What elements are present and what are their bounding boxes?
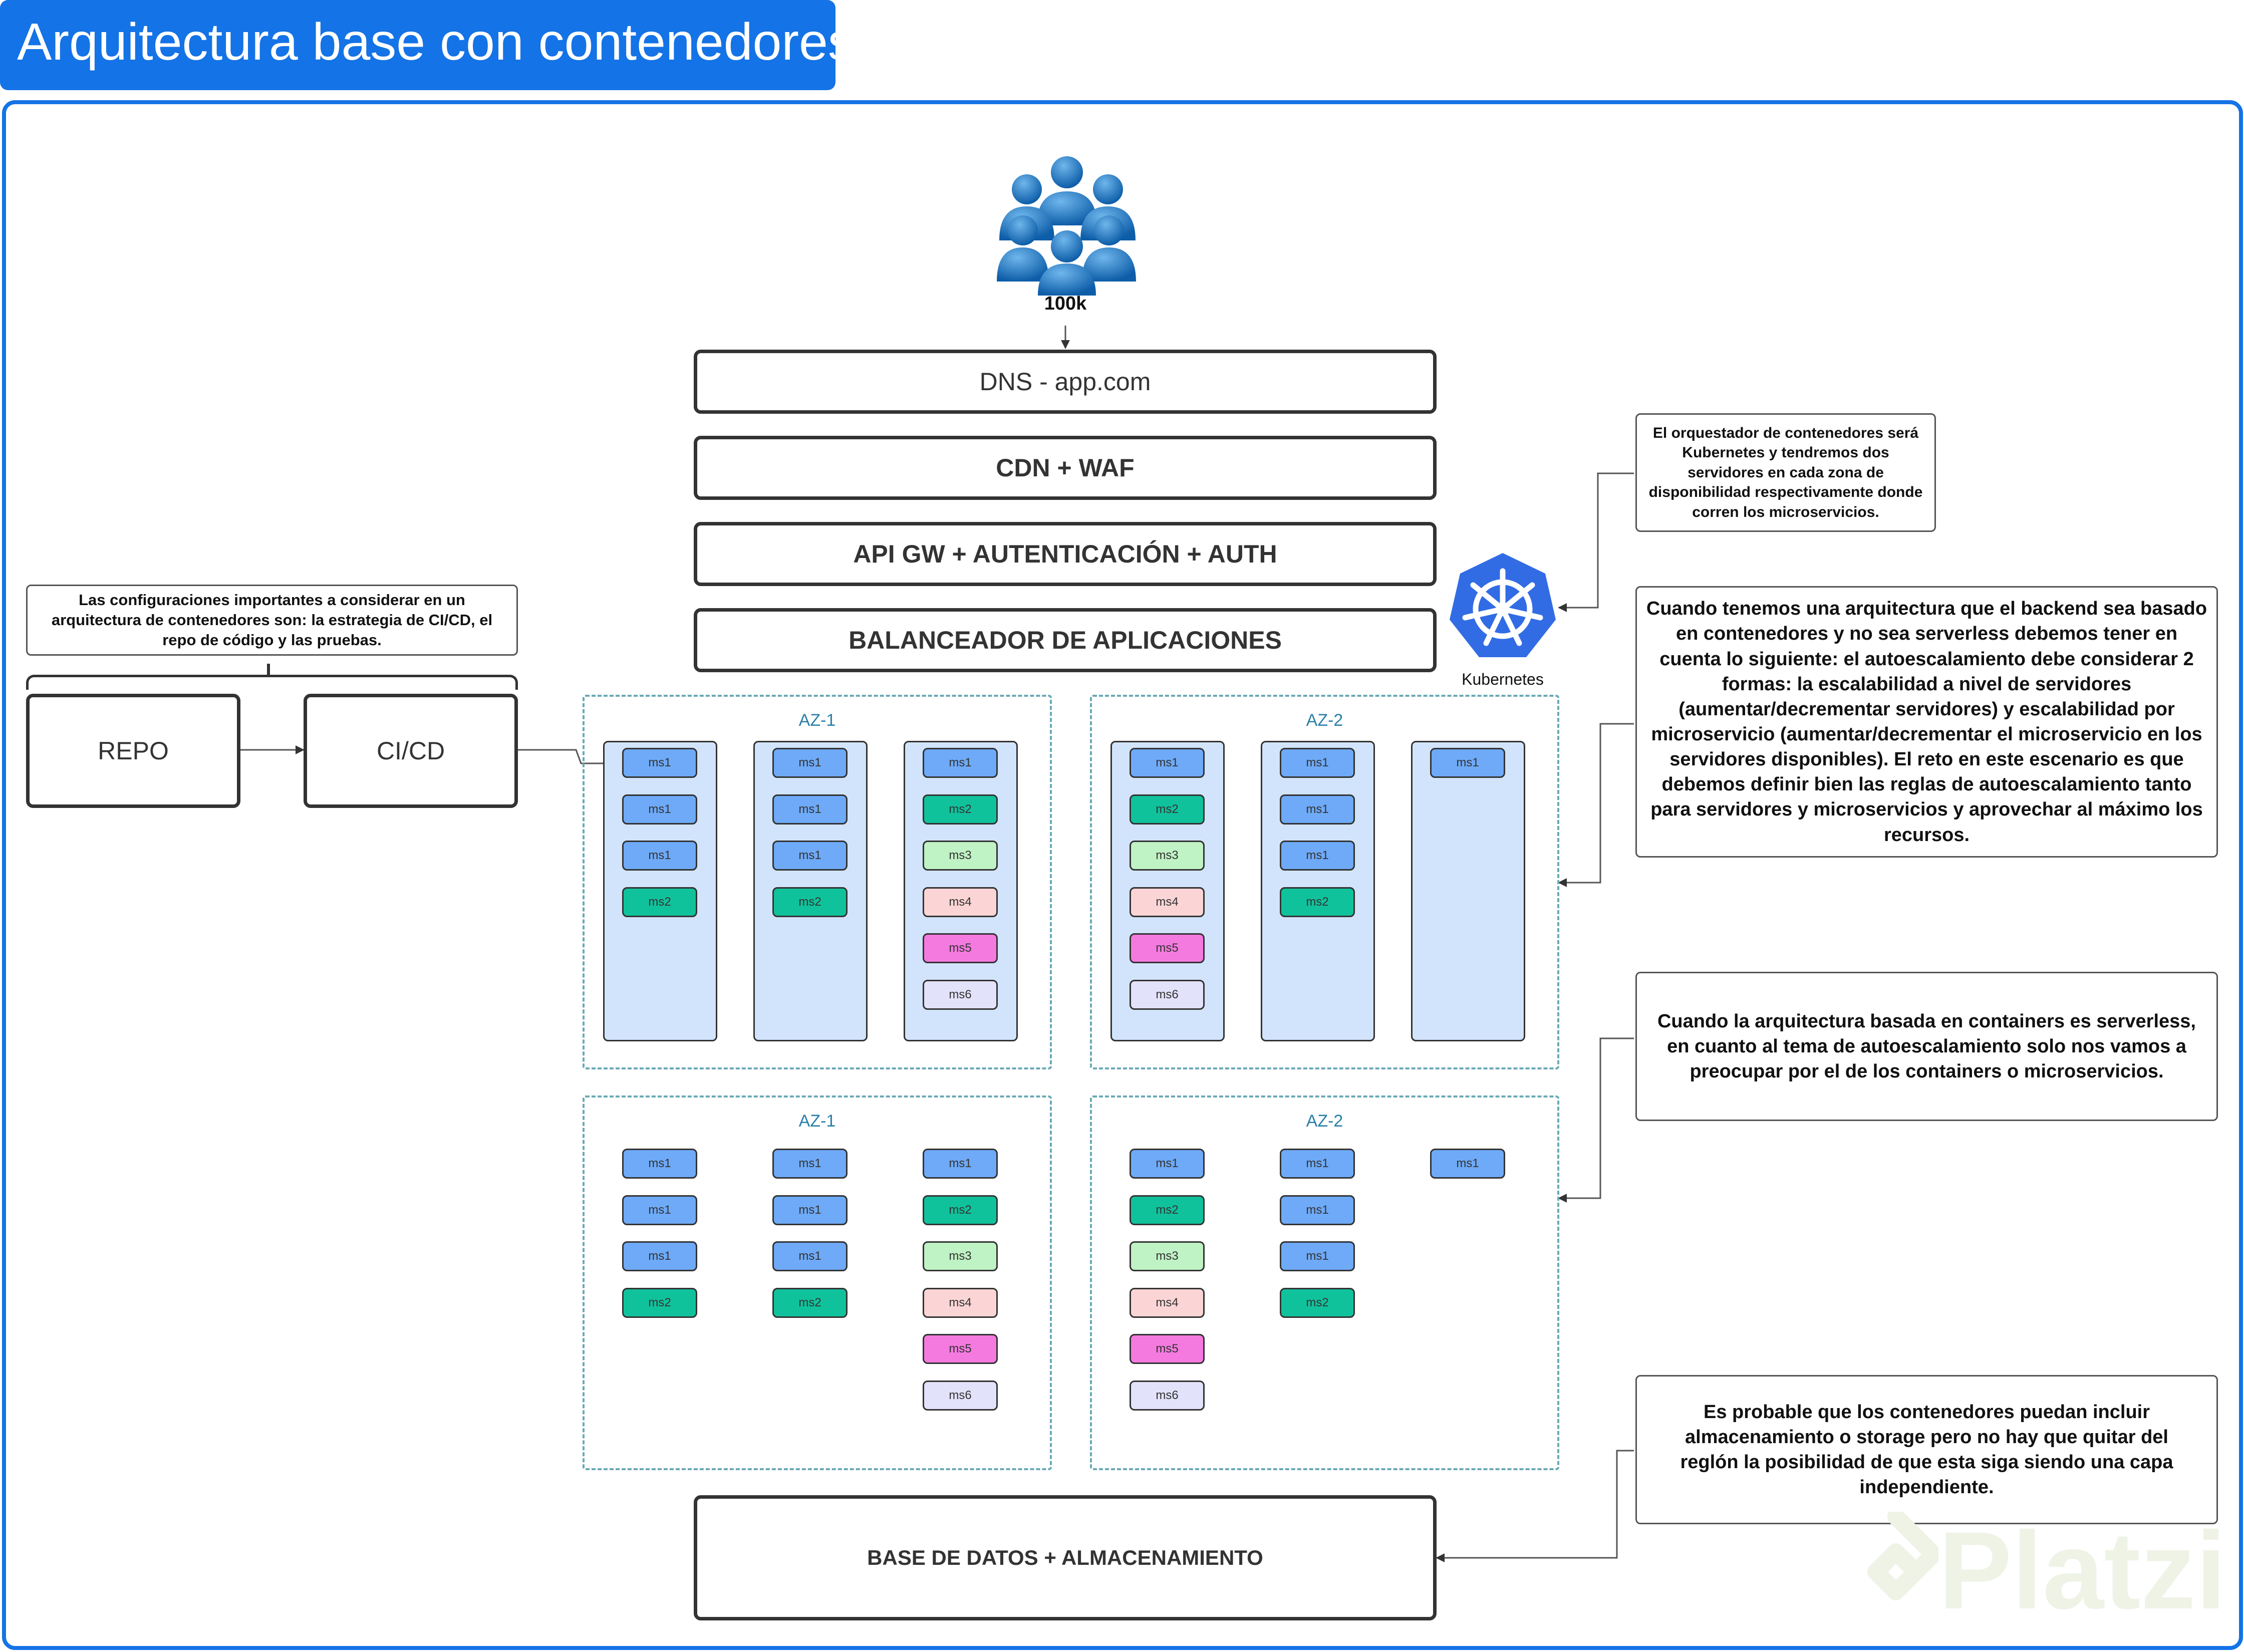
- microservice-chip: ms2: [1280, 1287, 1355, 1318]
- microservice-chip: ms1: [1130, 1149, 1205, 1179]
- diagram-frame: [2, 100, 2243, 1650]
- microservice-chip: ms6: [1130, 979, 1205, 1010]
- note-serverless-connector: [1558, 1037, 1634, 1203]
- pipeline-brace: [26, 675, 518, 690]
- microservice-chip: ms3: [1130, 841, 1205, 871]
- kubernetes-icon: [1450, 553, 1556, 657]
- microservice-chip: ms1: [1280, 1195, 1355, 1225]
- microservice-chip: ms6: [923, 979, 998, 1010]
- microservice-chip: ms2: [1130, 794, 1205, 824]
- availability-zone-3: AZ-1 ms1 ms1 ms1 ms2 ms1 ms1 ms1 ms2 ms1 ms2 ms3 ms4…: [583, 1095, 1052, 1470]
- microservice-chip: ms2: [1130, 1195, 1205, 1225]
- microservice-chip: ms5: [1130, 1334, 1205, 1364]
- pipeline-note: Las configuraciones importantes a consid…: [26, 585, 518, 656]
- cdn-waf-layer: CDN + WAF: [694, 436, 1437, 500]
- kubernetes-label: Kubernetes: [1462, 670, 1544, 688]
- microservice-chip: ms1: [772, 748, 848, 778]
- microservice-chip: ms2: [923, 1195, 998, 1225]
- microservice-chip: ms5: [923, 1334, 998, 1364]
- microservice-chip: ms1: [1430, 1149, 1505, 1179]
- microservice-chip: ms1: [1280, 1241, 1355, 1271]
- availability-zone-1: AZ-1 ms1 ms1 ms1 ms2 ms1 ms1 ms1 ms2 ms1 ms2 ms3 ms4…: [583, 695, 1052, 1069]
- microservice-chip: ms5: [923, 933, 998, 963]
- microservice-chip: ms2: [772, 1287, 848, 1318]
- note-orchestrator-connector: [1558, 472, 1634, 612]
- note-storage-connector: [1436, 1450, 1634, 1562]
- availability-zone-4: AZ-2 ms1 ms2 ms3 ms4 ms5 ms6 ms1 ms1 ms1 ms2 ms1: [1090, 1095, 1559, 1470]
- microservice-chip: ms1: [622, 841, 697, 871]
- microservice-chip: ms2: [1280, 887, 1355, 917]
- availability-zone-label: AZ-1: [798, 1112, 836, 1131]
- microservice-chip: ms3: [1130, 1241, 1205, 1271]
- microservice-chip: ms2: [622, 1287, 697, 1318]
- microservice-chip: ms1: [772, 1195, 848, 1225]
- microservice-chip: ms5: [1130, 933, 1205, 963]
- microservice-chip: ms4: [1130, 887, 1205, 917]
- cicd-box: CI/CD: [304, 694, 518, 808]
- load-balancer-layer: BALANCEADOR DE APLICACIONES: [694, 608, 1437, 672]
- api-gateway-layer: API GW + AUTENTICACIÓN + AUTH: [694, 522, 1437, 586]
- page-title: Arquitectura base con contenedores: [0, 0, 854, 90]
- note-serverless: Cuando la arquitectura basada en contain…: [1635, 972, 2218, 1121]
- note-orchestrator: El orquestador de contenedores será Kube…: [1635, 413, 1936, 532]
- microservice-chip: ms6: [1130, 1380, 1205, 1411]
- note-backend-containers: Cuando tenemos una arquitectura que el b…: [1635, 586, 2218, 858]
- dns-layer: DNS - app.com: [694, 350, 1437, 414]
- microservice-chip: ms1: [923, 1149, 998, 1179]
- microservice-chip: ms1: [622, 748, 697, 778]
- microservice-chip: ms1: [1130, 748, 1205, 778]
- microservice-chip: ms1: [772, 794, 848, 824]
- microservice-chip: ms1: [622, 1195, 697, 1225]
- microservice-chip: ms1: [622, 794, 697, 824]
- availability-zone-label: AZ-2: [1306, 1112, 1343, 1131]
- microservice-chip: ms3: [923, 1241, 998, 1271]
- microservice-chip: ms1: [1280, 748, 1355, 778]
- microservice-chip: ms1: [1280, 1149, 1355, 1179]
- microservice-chip: ms6: [923, 1380, 998, 1411]
- microservice-chip: ms4: [1130, 1287, 1205, 1318]
- microservice-chip: ms1: [1280, 794, 1355, 824]
- repo-box: REPO: [26, 694, 240, 808]
- microservice-chip: ms2: [622, 887, 697, 917]
- microservice-chip: ms1: [772, 1241, 848, 1271]
- microservice-chip: ms2: [923, 794, 998, 824]
- availability-zone-label: AZ-2: [1306, 711, 1343, 730]
- server-node: [1411, 741, 1525, 1041]
- availability-zone-label: AZ-1: [798, 711, 836, 730]
- microservice-chip: ms3: [923, 841, 998, 871]
- availability-zone-2: AZ-2 ms1 ms2 ms3 ms4 ms5 ms6 ms1 ms1 ms1 ms2 ms1: [1090, 695, 1559, 1069]
- microservice-chip: ms1: [622, 1149, 697, 1179]
- microservice-chip: ms4: [923, 887, 998, 917]
- microservice-chip: ms2: [772, 887, 848, 917]
- microservice-chip: ms1: [1430, 748, 1505, 778]
- database-storage-layer: BASE DE DATOS + ALMACENAMIENTO: [694, 1495, 1437, 1620]
- platzi-watermark: Platzi: [1938, 1509, 2226, 1632]
- microservice-chip: ms4: [923, 1287, 998, 1318]
- pipeline-brace-tip: [267, 664, 270, 677]
- microservice-chip: ms1: [923, 748, 998, 778]
- users-count-label: 100k: [1044, 293, 1087, 314]
- note-backend-connector: [1558, 723, 1634, 887]
- note-storage: Es probable que los contenedores puedan …: [1635, 1375, 2218, 1524]
- microservice-chip: ms1: [772, 841, 848, 871]
- microservice-chip: ms1: [772, 1149, 848, 1179]
- microservice-chip: ms1: [622, 1241, 697, 1271]
- users-group-icon: [997, 156, 1136, 296]
- microservice-chip: ms1: [1280, 841, 1355, 871]
- platzi-logo-icon: [1867, 1512, 1938, 1600]
